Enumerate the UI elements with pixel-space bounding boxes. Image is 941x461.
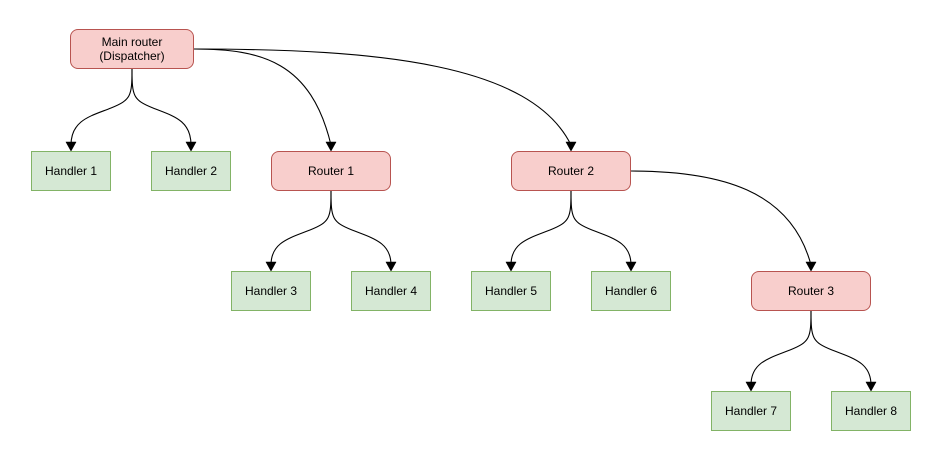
- node-router-1[interactable]: Router 1: [271, 151, 391, 191]
- edge-router-2-to-handler-6: [570, 190, 632, 266]
- edge-main-router-to-router-1: [193, 48, 332, 146]
- node-handler-8[interactable]: Handler 8: [831, 391, 911, 431]
- edge-router-3-to-handler-7: [750, 310, 812, 386]
- arrowhead-icon: [565, 141, 577, 152]
- arrowhead-icon: [265, 261, 277, 272]
- edge-main-router-to-handler-1: [70, 68, 133, 146]
- arrowhead-icon: [185, 141, 197, 152]
- arrowhead-icon: [505, 261, 517, 272]
- edge-router-3-to-handler-8: [810, 310, 872, 386]
- edge-router-1-to-handler-4: [330, 190, 392, 266]
- node-handler-6[interactable]: Handler 6: [591, 271, 671, 311]
- arrowhead-icon: [805, 261, 817, 272]
- node-handler-2[interactable]: Handler 2: [151, 151, 231, 191]
- node-handler-1[interactable]: Handler 1: [31, 151, 111, 191]
- edge-router-1-to-handler-3: [270, 190, 332, 266]
- arrowhead-icon: [385, 261, 397, 272]
- edge-main-router-to-router-2: [193, 48, 572, 146]
- node-router-2[interactable]: Router 2: [511, 151, 631, 191]
- edge-router-2-to-router-3: [630, 170, 812, 266]
- node-handler-7[interactable]: Handler 7: [711, 391, 791, 431]
- arrowhead-icon: [65, 141, 77, 152]
- node-handler-4[interactable]: Handler 4: [351, 271, 431, 311]
- node-main-router[interactable]: Main router (Dispatcher): [70, 29, 194, 69]
- arrowhead-icon: [325, 141, 337, 152]
- edge-router-2-to-handler-5: [510, 190, 572, 266]
- node-handler-5[interactable]: Handler 5: [471, 271, 551, 311]
- node-handler-3[interactable]: Handler 3: [231, 271, 311, 311]
- edge-main-router-to-handler-2: [131, 68, 192, 146]
- arrowhead-icon: [625, 261, 637, 272]
- node-router-3[interactable]: Router 3: [751, 271, 871, 311]
- arrowhead-icon: [745, 381, 757, 392]
- arrowhead-icon: [865, 381, 877, 392]
